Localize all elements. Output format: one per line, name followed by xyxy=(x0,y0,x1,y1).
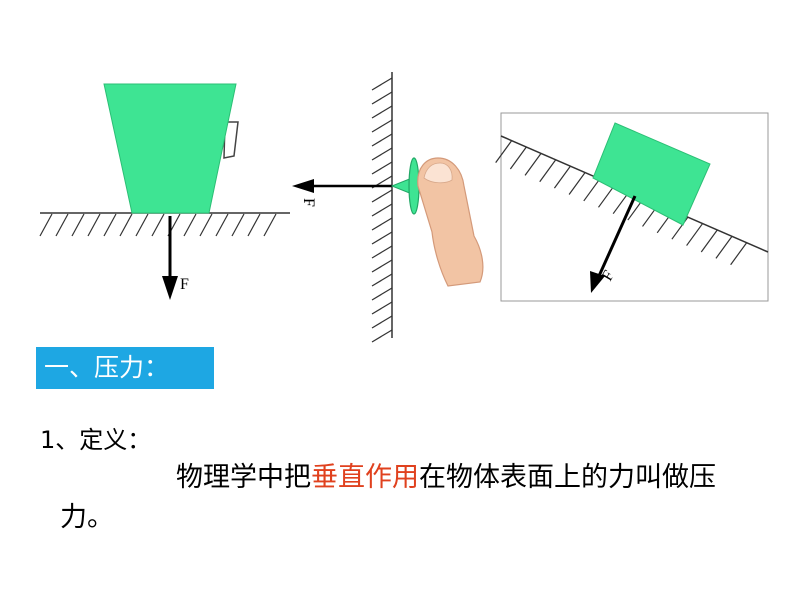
floor-hatch-line xyxy=(199,213,213,237)
wall-hatch-line xyxy=(371,315,393,329)
wall-hatch-line xyxy=(371,133,393,147)
wall-hatch-line xyxy=(371,91,393,105)
incline-hatch-line xyxy=(553,165,571,189)
wall-hatch-line xyxy=(371,77,393,91)
floor-hatch-line xyxy=(263,213,277,237)
section-title: 一、压力： xyxy=(36,347,214,389)
wall-hatch-line xyxy=(371,301,393,315)
wall-hatch-line xyxy=(371,189,393,203)
wall-hatch-line xyxy=(371,147,393,161)
floor-hatch-line xyxy=(55,213,69,237)
definition-text-highlight: 垂直作用 xyxy=(311,462,419,493)
wall-hatch-line xyxy=(371,105,393,119)
floor-hatch-line xyxy=(151,213,165,237)
incline-hatch-line xyxy=(597,184,615,208)
finger xyxy=(417,157,484,287)
wall-hatch-line xyxy=(371,245,393,259)
incline-hatch-line xyxy=(700,229,718,253)
wall-hatch-line xyxy=(371,287,393,301)
incline-hatch-line xyxy=(509,146,527,170)
floor-hatch-line xyxy=(135,213,149,237)
incline-hatch xyxy=(495,140,748,266)
floor-hatch-line xyxy=(183,213,197,237)
cup-object xyxy=(103,83,237,214)
incline-hatch-line xyxy=(583,178,601,202)
floor-hatch-line xyxy=(87,213,101,237)
definition-heading: 1、定义： xyxy=(40,426,152,454)
floor-hatch xyxy=(39,213,277,237)
wall-hatch-line xyxy=(371,273,393,287)
incline-hatch-line xyxy=(715,235,733,259)
definition-body: 物理学中把垂直作用在物体表面上的力叫做压力。 xyxy=(60,458,760,538)
floor-hatch-line xyxy=(215,213,229,237)
block-object xyxy=(592,122,711,226)
wall-hatch-line xyxy=(371,119,393,133)
floor-hatch-line xyxy=(231,213,245,237)
wall-hatch-line xyxy=(371,217,393,231)
figure-finger-on-wall: F xyxy=(292,72,484,343)
figure-cup-on-floor: F xyxy=(39,83,290,300)
incline-hatch-line xyxy=(730,242,748,266)
incline-hatch-line xyxy=(568,172,586,195)
wall-hatch xyxy=(371,77,393,343)
floor-hatch-line xyxy=(247,213,261,237)
incline-hatch-line xyxy=(524,153,542,176)
wall-hatch-line xyxy=(371,203,393,217)
force-arrowhead-incline xyxy=(590,271,605,293)
cup-handle xyxy=(223,121,239,159)
fingernail xyxy=(423,162,453,184)
wall-hatch-line xyxy=(371,231,393,245)
floor-hatch-line xyxy=(39,213,53,237)
force-arrowhead-left xyxy=(292,179,314,193)
definition-text-after: 在物体表面上的力叫做压力。 xyxy=(60,462,716,533)
wall-hatch-line xyxy=(371,161,393,175)
floor-hatch-line xyxy=(71,213,85,237)
figure-block-on-incline: F xyxy=(495,112,769,302)
force-label-cup: F xyxy=(180,276,189,293)
force-arrowhead xyxy=(162,276,178,300)
force-arrow-incline xyxy=(597,195,637,277)
definition-text-before: 物理学中把 xyxy=(176,462,311,493)
incline-hatch-line xyxy=(539,159,557,183)
floor-hatch-line xyxy=(119,213,133,237)
incline-hatch-line xyxy=(686,223,704,246)
wall-hatch-line xyxy=(371,329,393,343)
wall-hatch-line xyxy=(371,259,393,273)
pressure-figures: F F F xyxy=(39,72,769,343)
floor-hatch-line xyxy=(103,213,117,237)
force-label-wall: F xyxy=(300,198,317,207)
incline-hatch-line xyxy=(495,140,513,163)
